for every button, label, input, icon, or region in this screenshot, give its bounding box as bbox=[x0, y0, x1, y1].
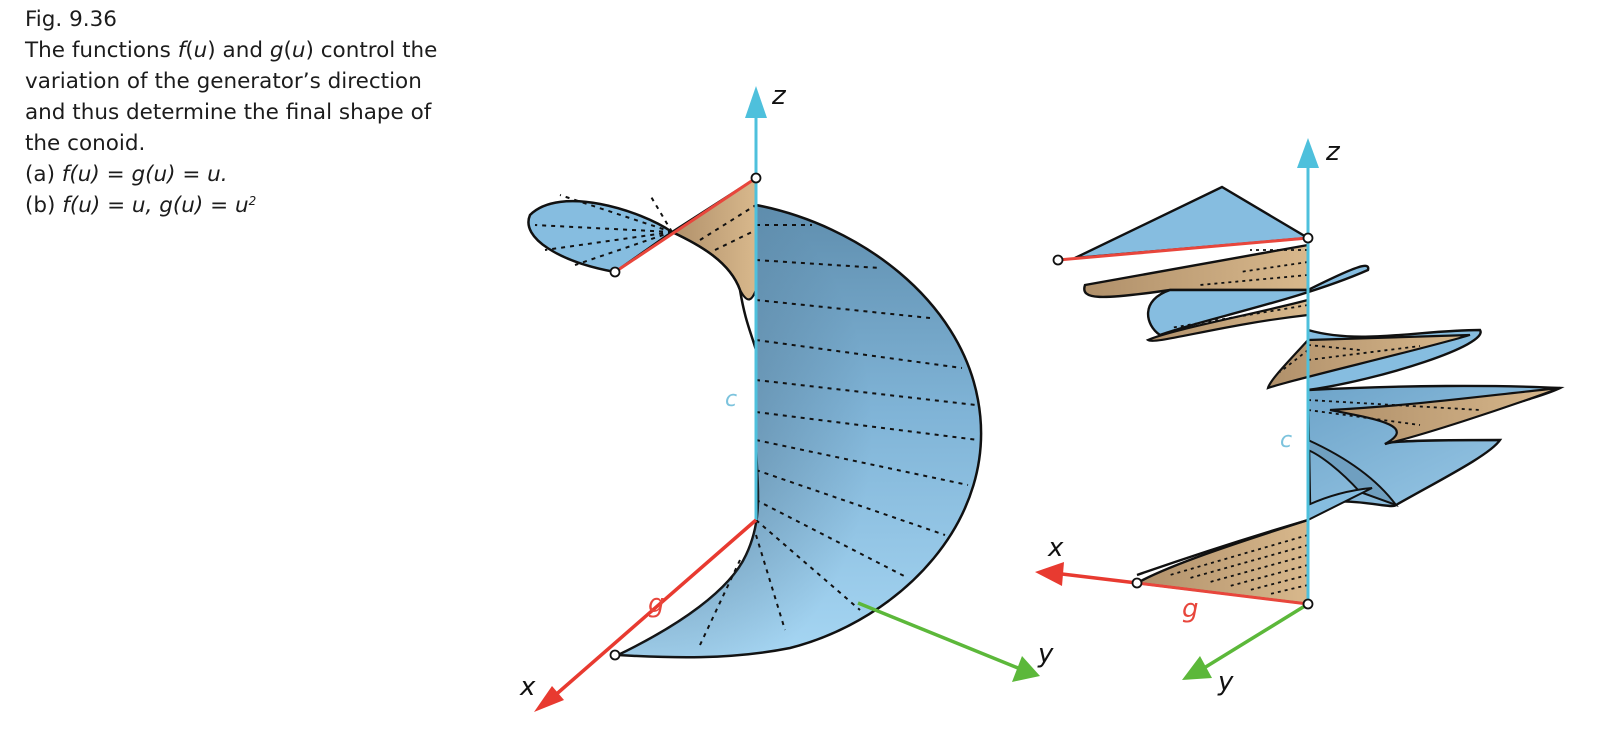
caption-formula: f(u) = g(u) = u. bbox=[61, 162, 228, 187]
generator-top-b bbox=[1057, 236, 1309, 262]
top-fold-blue-a bbox=[527, 199, 675, 274]
caption-symbol: g bbox=[269, 38, 284, 63]
caption-symbol: u bbox=[291, 38, 306, 63]
endpoint-marker bbox=[1052, 254, 1064, 266]
x-label-a: x bbox=[519, 672, 536, 702]
caption-text: ) control the bbox=[305, 38, 438, 63]
caption-symbol: f bbox=[177, 38, 186, 63]
endpoint-marker bbox=[1131, 577, 1143, 589]
endpoint-marker bbox=[609, 266, 621, 278]
z-label-b: z bbox=[1325, 137, 1341, 167]
x-arrowhead-a bbox=[534, 686, 564, 712]
fold-tan-b bbox=[1145, 298, 1310, 342]
caption-text: The functions bbox=[25, 38, 178, 63]
z-label-a: z bbox=[771, 81, 787, 111]
x-axis-a bbox=[550, 518, 758, 700]
fold-blue-b bbox=[1146, 264, 1370, 337]
surface-edge-a bbox=[671, 230, 758, 351]
generator-bottom-b bbox=[1136, 581, 1309, 606]
x-arrowhead-b bbox=[1035, 562, 1064, 586]
c-label-b: c bbox=[1280, 428, 1292, 453]
fold-blue-b bbox=[1307, 438, 1399, 508]
g-label-b: g bbox=[1182, 594, 1199, 624]
y-arrowhead-b bbox=[1182, 656, 1212, 680]
caption-symbol: u bbox=[193, 38, 208, 63]
g-label-a: g bbox=[648, 589, 665, 619]
caption-text: ) and bbox=[207, 38, 270, 63]
caption-line-4: the conoid. bbox=[25, 131, 146, 156]
surface-shading-a bbox=[618, 205, 982, 658]
caption-line-2: variation of the generator’s direction bbox=[25, 69, 422, 94]
y-label-b: y bbox=[1217, 667, 1234, 697]
x-axis-b bbox=[1061, 572, 1138, 585]
figure-caption: Fig. 9.36 The functions f(u) and g(u) co… bbox=[25, 4, 495, 221]
caption-superscript: 2 bbox=[248, 194, 257, 208]
fold-tan-b bbox=[1133, 518, 1310, 606]
endpoint-marker bbox=[750, 172, 762, 184]
fold-tan-b bbox=[1266, 333, 1471, 390]
y-arrowhead-a bbox=[1012, 656, 1040, 682]
caption-formula: f(u) = u, g(u) = u bbox=[62, 193, 249, 218]
y-label-a: y bbox=[1037, 639, 1054, 669]
y-axis-b bbox=[1203, 602, 1309, 670]
x-label-b: x bbox=[1047, 533, 1064, 563]
caption-text: ( bbox=[185, 38, 194, 63]
z-arrowhead-a bbox=[745, 86, 767, 118]
caption-text: ( bbox=[283, 38, 292, 63]
fold-blue-b bbox=[1307, 487, 1373, 522]
z-arrowhead-b bbox=[1297, 138, 1319, 168]
caption-line-1: The functions f(u) and g(u) control the bbox=[25, 35, 495, 66]
endpoint-marker bbox=[609, 649, 621, 661]
surface-edge-b bbox=[1136, 518, 1309, 577]
caption-line-5: (a) f(u) = g(u) = u. bbox=[25, 159, 495, 190]
figure-number: Fig. 9.36 bbox=[25, 7, 117, 32]
rulings-b bbox=[1169, 249, 1481, 595]
generator-top-a bbox=[614, 176, 757, 274]
fold-tan-b bbox=[1329, 386, 1561, 446]
figure-a: z c x g y bbox=[519, 81, 1054, 712]
rulings-a bbox=[534, 194, 979, 646]
endpoint-marker bbox=[1302, 598, 1314, 610]
c-label-a: c bbox=[725, 387, 737, 412]
figure-b: z c x g y bbox=[1035, 137, 1565, 697]
caption-line-6: (b) f(u) = u, g(u) = u2 bbox=[25, 190, 495, 221]
y-axis-a bbox=[857, 601, 1019, 670]
caption-item-label: (b) bbox=[25, 193, 63, 218]
endpoint-marker bbox=[1302, 232, 1314, 244]
caption-item-label: (a) bbox=[25, 162, 62, 187]
caption-line-3: and thus determine the final shape of bbox=[25, 100, 432, 125]
